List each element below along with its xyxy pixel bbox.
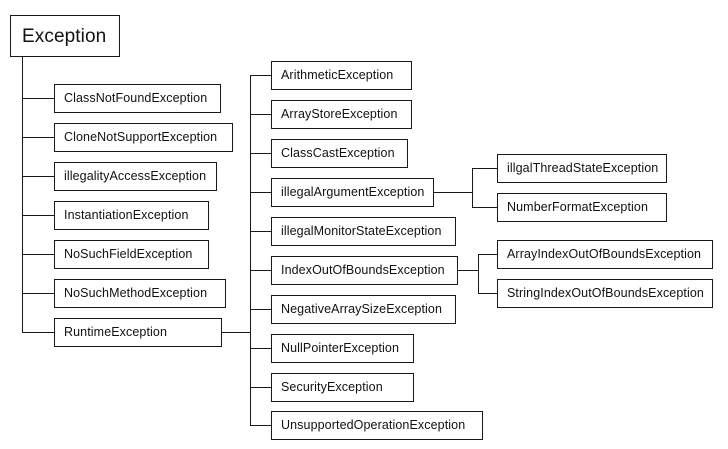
connector-root-trunk <box>22 57 24 333</box>
node-classcastexception[interactable]: ClassCastException <box>271 139 408 168</box>
connector-indexoutofbounds-to-arrayindex <box>478 254 498 256</box>
connector-runtime-to-indexoutofbounds <box>250 270 272 272</box>
node-instantiationexception[interactable]: InstantiationException <box>54 201 209 230</box>
node-nullpointerexception[interactable]: NullPointerException <box>271 334 414 363</box>
connector-root-to-nosuchfield <box>22 254 55 256</box>
node-classnotfoundexception[interactable]: ClassNotFoundException <box>54 84 221 113</box>
node-illegalmonitorstateexception[interactable]: illegalMonitorStateException <box>271 217 456 246</box>
node-nosuchmethodexception[interactable]: NoSuchMethodException <box>54 279 226 308</box>
node-negativearraysizeexception[interactable]: NegativeArraySizeException <box>271 295 456 324</box>
node-nosuchfieldexception[interactable]: NoSuchFieldException <box>54 240 209 269</box>
connector-runtime-to-illegalmonitorstate <box>250 231 272 233</box>
connector-runtime-to-security <box>250 387 272 389</box>
node-unsupportedoperationexception[interactable]: UnsupportedOperationException <box>271 411 483 440</box>
node-illegalityaccessexception[interactable]: illegalityAccessException <box>54 162 217 191</box>
node-illgalthreadstateexception[interactable]: illgalThreadStateException <box>497 154 667 183</box>
connector-runtime-stub <box>221 332 251 334</box>
connector-runtime-trunk <box>250 75 252 426</box>
connector-root-to-instantiation <box>22 215 55 217</box>
connector-illegalargument-to-illgalthreadstate <box>472 168 498 170</box>
node-runtimeexception[interactable]: RuntimeException <box>54 318 222 347</box>
node-arraystoreexception[interactable]: ArrayStoreException <box>271 100 412 129</box>
connector-illegalargument-stub <box>433 192 473 194</box>
node-securityexception[interactable]: SecurityException <box>271 373 414 402</box>
connector-root-to-clonenotsupport <box>22 137 55 139</box>
connector-runtime-to-classcast <box>250 153 272 155</box>
node-clonenotsupportexception[interactable]: CloneNotSupportException <box>54 123 233 152</box>
connector-indexoutofbounds-trunk <box>478 254 480 294</box>
connector-illegalargument-trunk <box>472 168 474 208</box>
connector-runtime-to-arraystore <box>250 114 272 116</box>
connector-root-to-classnotfound <box>22 98 55 100</box>
connector-indexoutofbounds-stub <box>457 270 479 272</box>
connector-runtime-to-arithmetic <box>250 75 272 77</box>
node-numberformatexception[interactable]: NumberFormatException <box>497 193 667 222</box>
connector-root-to-runtime <box>22 332 55 334</box>
node-stringindexoutofboundsexception[interactable]: StringIndexOutOfBoundsException <box>497 279 713 308</box>
connector-runtime-to-unsupportedoperation <box>250 425 272 427</box>
connector-indexoutofbounds-to-stringindex <box>478 293 498 295</box>
connector-runtime-to-illegalargument <box>250 192 272 194</box>
connector-runtime-to-negativearraysize <box>250 309 272 311</box>
node-arithmeticexception[interactable]: ArithmeticException <box>271 61 412 90</box>
connector-illegalargument-to-numberformat <box>472 207 498 209</box>
node-exception-root[interactable]: Exception <box>10 15 120 57</box>
connector-root-to-illegalityaccess <box>22 176 55 178</box>
connector-root-to-nosuchmethod <box>22 293 55 295</box>
connector-runtime-to-nullpointer <box>250 348 272 350</box>
node-arrayindexoutofboundsexception[interactable]: ArrayIndexOutOfBoundsException <box>497 240 713 269</box>
node-indexoutofboundsexception[interactable]: IndexOutOfBoundsException <box>271 256 458 285</box>
node-illegalargumentexception[interactable]: illegalArgumentException <box>271 178 434 207</box>
